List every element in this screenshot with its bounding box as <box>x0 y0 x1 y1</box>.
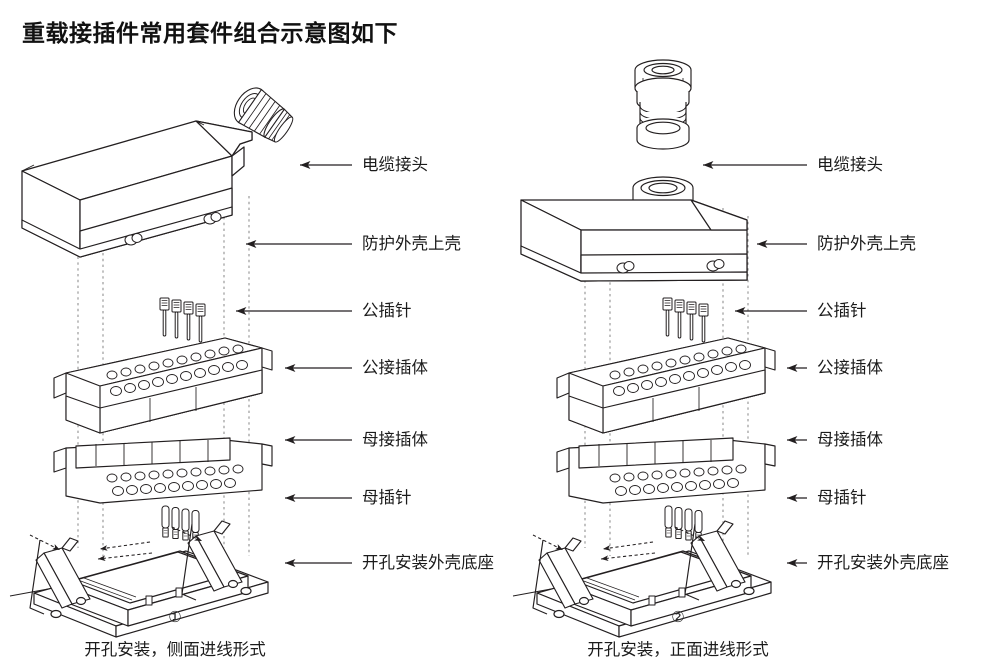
diagram-2-drawing <box>512 59 807 638</box>
diagram-2-panel: 电缆接头 防护外壳上壳 公插针 公接插体 母接插体 母插针 开孔安装外壳底座 ②… <box>495 48 990 672</box>
panel-mount-base-housing <box>512 520 772 638</box>
diagram-1-number: ① <box>168 608 182 626</box>
assembly-direction-arrows <box>29 526 203 562</box>
label-male-pin: 公插针 <box>817 300 867 320</box>
label-leader-lines <box>703 160 807 568</box>
female-pin-group <box>664 505 703 542</box>
label-panel-mount-base: 开孔安装外壳底座 <box>362 552 494 572</box>
label-cable-gland: 电缆接头 <box>362 154 428 174</box>
male-insert-block <box>556 337 776 434</box>
diagram-1-drawing <box>9 81 352 638</box>
label-male-insert: 公接插体 <box>817 357 883 377</box>
hood-body <box>21 120 253 258</box>
label-female-insert: 母接插体 <box>362 429 428 449</box>
label-male-insert: 公接插体 <box>362 357 428 377</box>
label-female-pin: 母插针 <box>362 487 412 507</box>
male-pin-group <box>662 297 709 343</box>
label-female-pin: 母插针 <box>817 487 867 507</box>
female-insert-block <box>53 437 273 504</box>
diagram-2-caption: 开孔安装，正面进线形式 <box>587 640 769 659</box>
label-cable-gland: 电缆接头 <box>817 154 883 174</box>
diagram-2-number: ② <box>671 608 685 626</box>
label-protective-hood: 防护外壳上壳 <box>817 233 916 253</box>
cable-gland-part <box>634 59 692 150</box>
page-title: 重载接插件常用套件组合示意图如下 <box>22 21 398 47</box>
female-pin-group <box>161 505 200 542</box>
female-insert-block <box>556 437 776 504</box>
panel-mount-base-housing <box>9 520 269 638</box>
label-panel-mount-base: 开孔安装外壳底座 <box>817 552 949 572</box>
male-pin-group <box>159 297 206 343</box>
diagram-1-caption: 开孔安装，侧面进线形式 <box>84 640 266 659</box>
label-leader-lines <box>236 160 352 568</box>
assembly-direction-arrows <box>532 526 706 562</box>
hood-bottom-flange <box>21 206 233 258</box>
label-female-insert: 母接插体 <box>817 429 883 449</box>
label-male-pin: 公插针 <box>362 300 412 320</box>
protective-hood-assembly <box>21 81 299 258</box>
hood-bottom-flange <box>520 245 748 282</box>
hood-screw-boss <box>616 259 725 274</box>
label-protective-hood: 防护外壳上壳 <box>362 233 461 253</box>
diagram-1-panel: 电缆接头 防护外壳上壳 公插针 公接插体 母接插体 母插针 开孔安装外壳底座 ①… <box>0 48 495 672</box>
male-insert-block <box>53 337 273 434</box>
hood-screw-boss <box>124 212 222 246</box>
